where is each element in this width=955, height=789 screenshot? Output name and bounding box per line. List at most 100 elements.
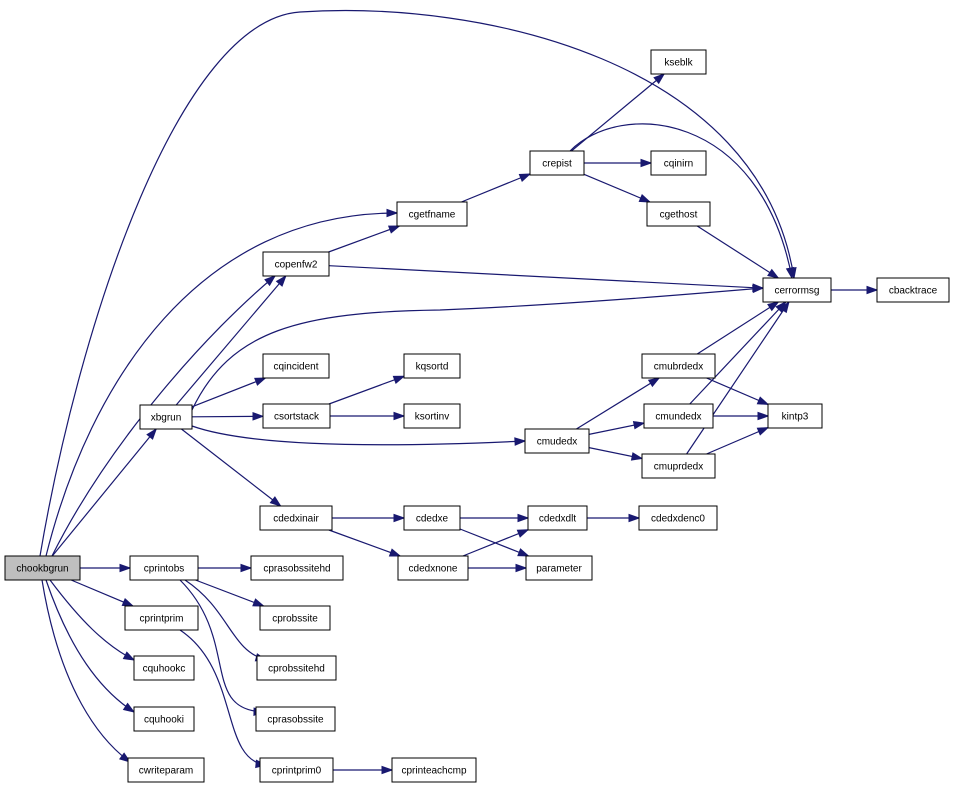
node-box [638,505,718,531]
node-label: copenfw2 [275,260,318,271]
edge-line [191,377,266,408]
node-cbacktrace[interactable]: cbacktrace [876,277,950,303]
edge-line [689,301,787,405]
node-cquhookc[interactable]: cquhookc [133,655,195,681]
edge-crepist-to-cqinirn [584,158,653,168]
node-cdedxe[interactable]: cdedxe [403,505,461,531]
node-box [259,605,331,631]
edge-arrowhead [767,301,780,312]
node-cmudedx[interactable]: cmudedx [524,428,590,454]
node-cqincident[interactable]: cqincident [262,353,330,379]
node-cprintobs[interactable]: cprintobs [129,555,199,581]
edge-line [328,265,764,289]
node-kintp3[interactable]: kintp3 [767,403,823,429]
edge-line [45,579,135,713]
node-cmuprdedx[interactable]: cmuprdedx [641,453,716,479]
edge-line [191,287,764,411]
node-cprinteachcmp[interactable]: cprinteachcmp [391,757,477,783]
edge-arrowhead [628,513,641,523]
node-label: cprasobssite [267,715,324,726]
edge-line [696,301,779,355]
node-kqsortd[interactable]: kqsortd [403,353,461,379]
edge-chookbgrun-to-cprintprim [70,579,135,607]
edge-arrowhead [638,193,652,203]
node-box [255,706,336,732]
node-label: kintp3 [782,412,809,423]
edge-line [686,301,790,455]
edge-arrowhead [275,274,287,287]
node-crepist[interactable]: crepist [529,150,585,176]
node-label: cqincident [273,362,318,373]
edge-arrowhead [756,427,770,436]
node-ksortinv[interactable]: ksortinv [403,403,461,429]
edge-arrowhead [767,268,780,279]
edge-cgethost-to-cerrormsg [696,225,780,279]
node-label: cquhookc [143,664,186,675]
edge-cmundedx-to-kintp3 [713,411,770,421]
edge-arrowhead [388,548,402,557]
node-cprobssitehd[interactable]: cprobssitehd [256,655,337,681]
node-label: cgethost [660,210,698,221]
node-cgethost[interactable]: cgethost [646,201,711,227]
node-cqinirn[interactable]: cqinirn [650,150,707,176]
edge-arrowhead [756,396,770,405]
node-cdedxinair[interactable]: cdedxinair [259,505,333,531]
edge-cerrormsg-to-cbacktrace [831,285,879,295]
node-xbgrun[interactable]: xbgrun [139,404,193,430]
edge-line [569,123,793,279]
edge-arrowhead [785,266,795,280]
node-cprintprim0[interactable]: cprintprim0 [259,757,334,783]
edge-arrowhead [118,752,132,763]
node-cwriteparam[interactable]: cwriteparam [127,757,205,783]
node-parameter[interactable]: parameter [525,555,593,581]
node-label: cmudedx [537,437,578,448]
node-box [403,403,461,429]
edge-line [184,579,267,661]
node-label: cprintobs [144,564,185,575]
node-label: cmundedx [655,412,701,423]
node-cdedxdenc0[interactable]: cdedxdenc0 [638,505,718,531]
node-cquhooki[interactable]: cquhooki [133,706,195,732]
edge-line [49,579,135,661]
node-copenfw2[interactable]: copenfw2 [262,251,330,277]
edge-cdedxnone-to-parameter [468,563,528,573]
node-kseblk[interactable]: kseblk [650,49,707,75]
edge-xbgrun-to-cqincident [191,377,267,408]
edge-cmubrdedx-to-cerrormsg [696,301,780,355]
node-cprasobssitehd[interactable]: cprasobssitehd [250,555,344,581]
edge-line [191,415,264,418]
edge-line [41,579,131,763]
node-cmubrdedx[interactable]: cmubrdedx [641,353,716,379]
edge-arrowhead [119,563,132,573]
node-label: cprinteachcmp [401,766,466,777]
edge-arrowhead [757,411,770,421]
edge-arrowhead [393,513,406,523]
edge-copenfw2-to-cerrormsg [328,265,765,292]
node-csortstack[interactable]: csortstack [262,403,331,429]
node-label: cprobssitehd [268,664,325,675]
node-label: cprintprim [140,614,184,625]
node-box [641,353,716,379]
node-cgetfname[interactable]: cgetfname [396,201,468,227]
edge-cprintobs-to-cprasobssitehd [198,563,253,573]
node-cprintprim[interactable]: cprintprim [124,605,199,631]
edge-line [70,579,134,607]
edge-arrowhead [252,598,265,607]
node-box [641,453,716,479]
node-cprasobssite[interactable]: cprasobssite [255,706,336,732]
edge-arrowhead [122,651,136,661]
node-cmundedx[interactable]: cmundedx [643,403,714,429]
node-cprobssite[interactable]: cprobssite [259,605,331,631]
edge-arrowhead [779,300,790,314]
node-cerrormsg[interactable]: cerrormsg [762,277,832,303]
node-box [403,505,461,531]
node-box [4,555,81,581]
node-cdedxnone[interactable]: cdedxnone [397,555,469,581]
node-cdedxdlt[interactable]: cdedxdlt [527,505,588,531]
node-chookbgrun[interactable]: chookbgrun [4,555,81,581]
node-label: ksortinv [415,412,449,423]
node-label: cwriteparam [139,766,193,777]
edge-line [45,212,398,557]
node-box [127,757,205,783]
node-box [129,555,199,581]
